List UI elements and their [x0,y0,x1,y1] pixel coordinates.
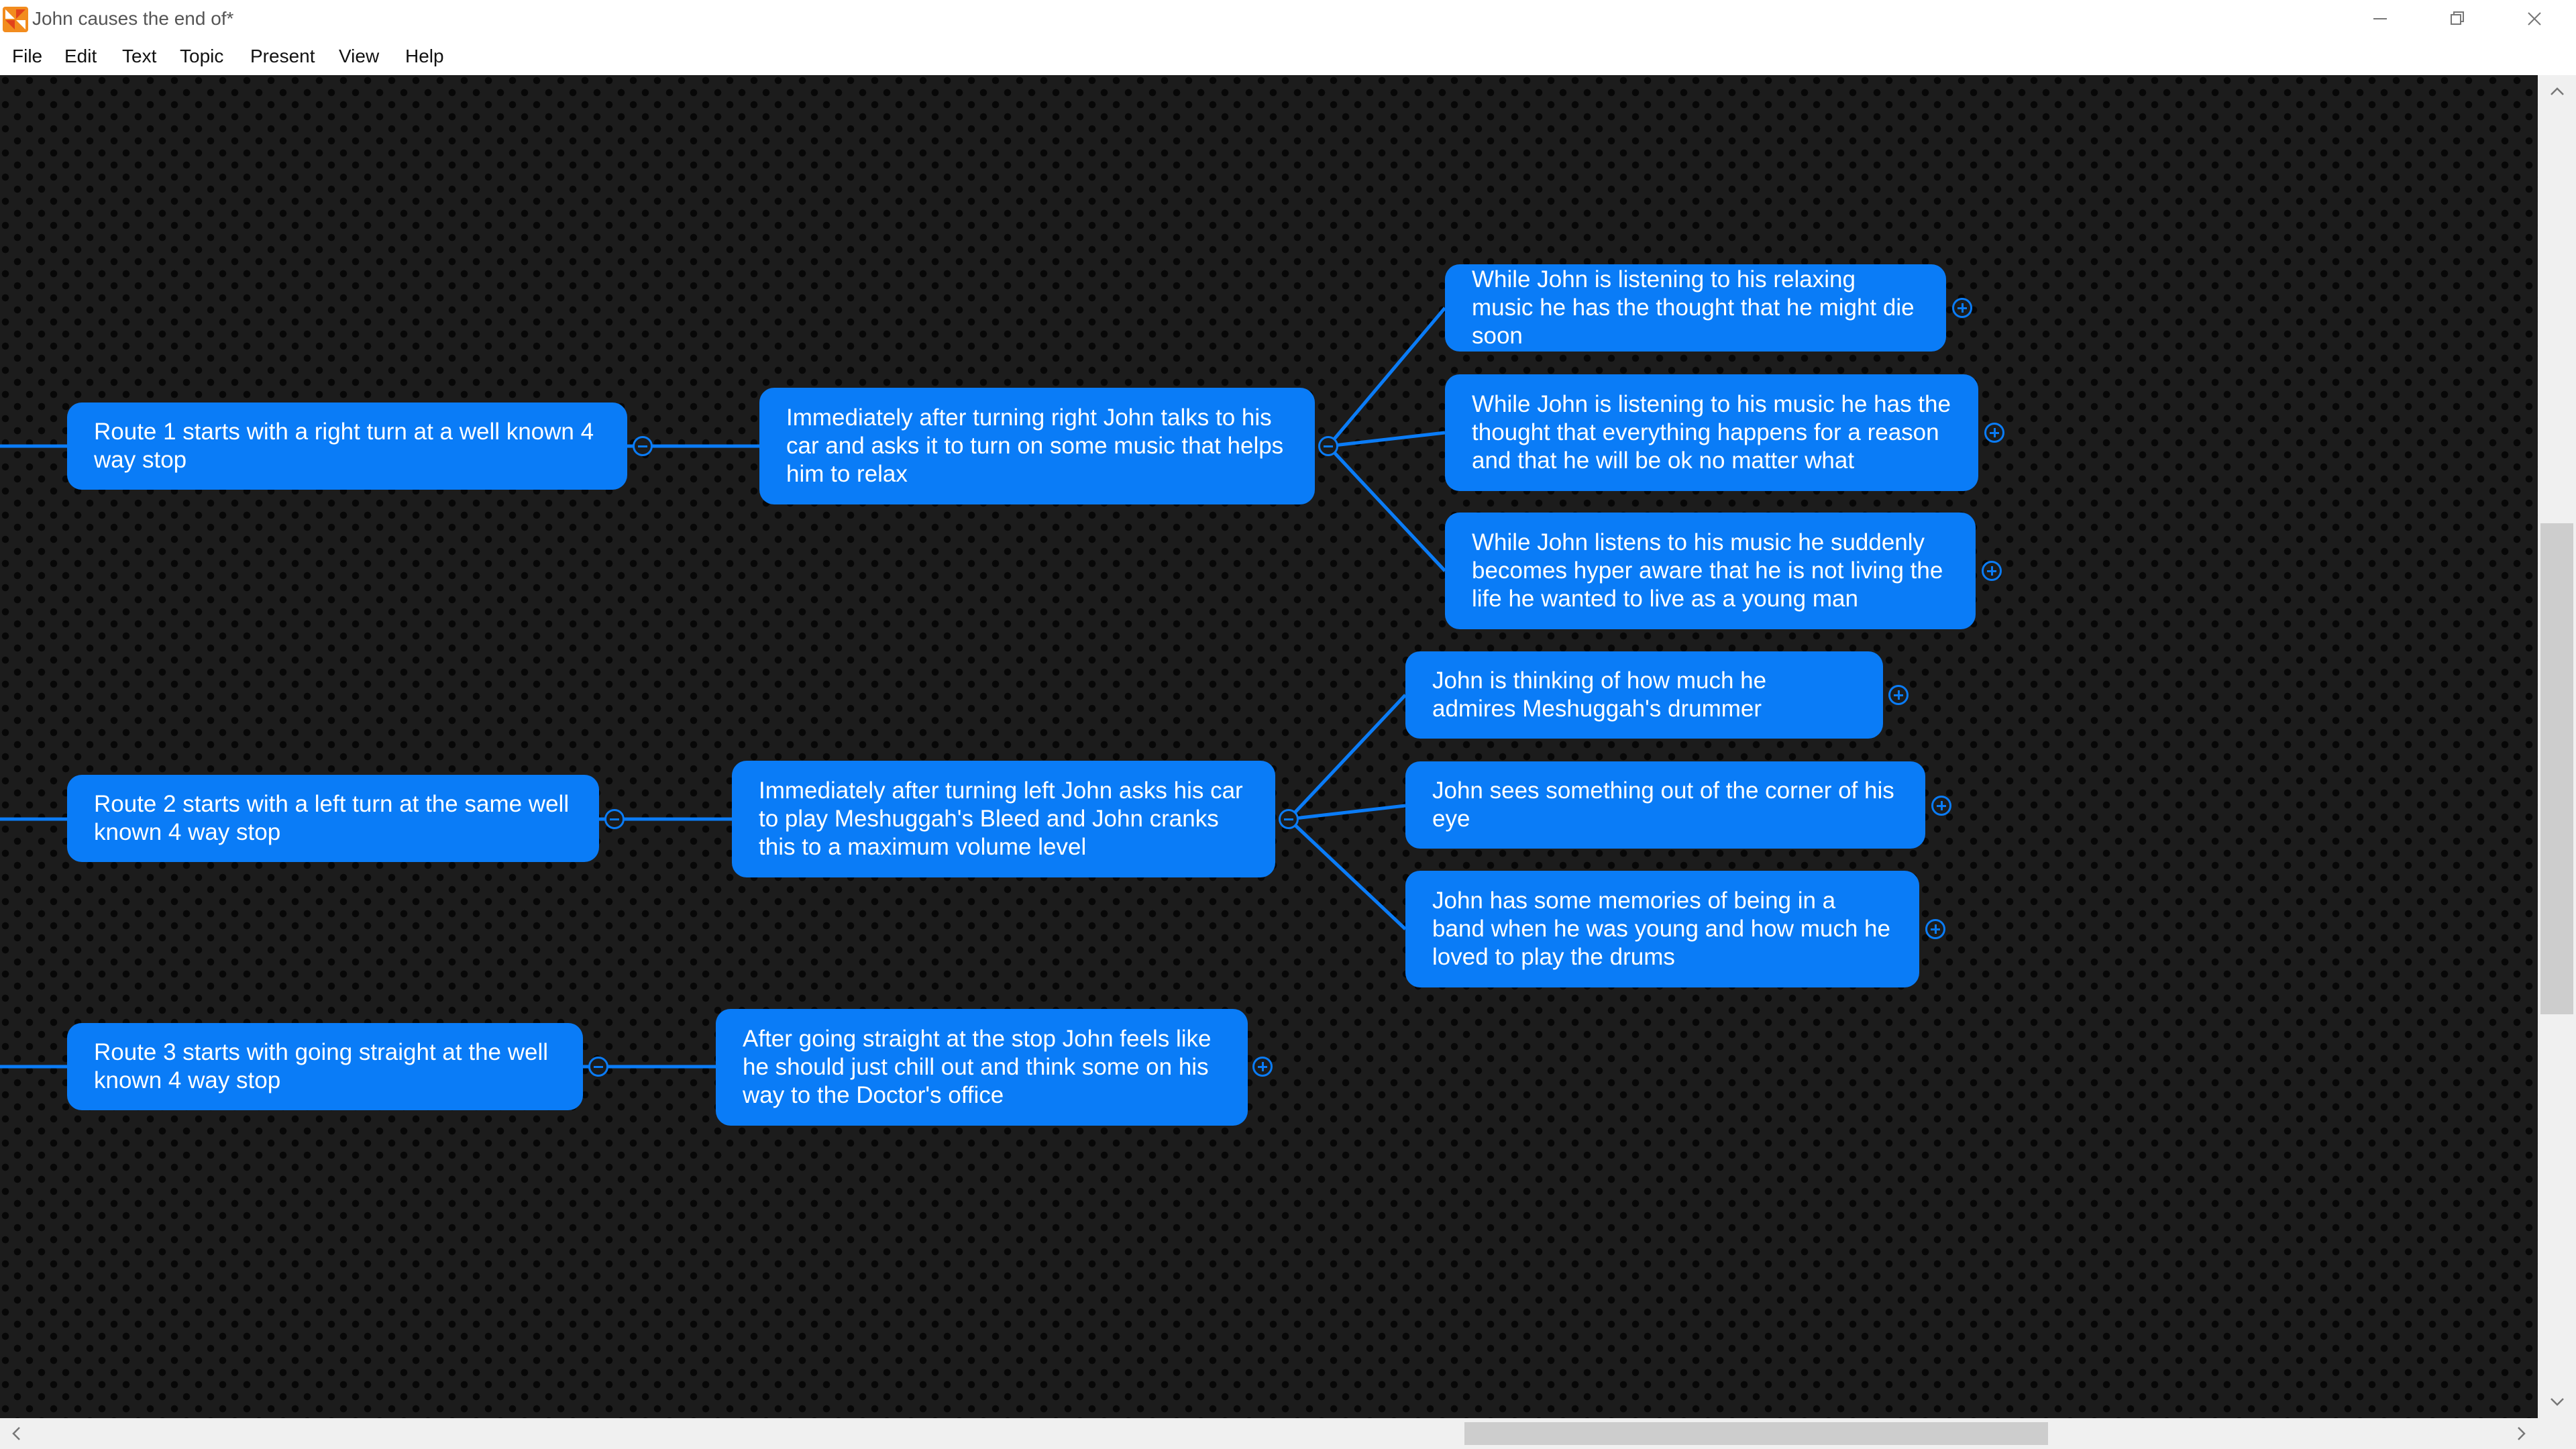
topic-route-1-child[interactable]: Immediately after turning right John tal… [759,388,1315,504]
expand-plus-icon[interactable] [1252,1057,1273,1077]
topic-route-3[interactable]: Route 3 starts with going straight at th… [67,1023,583,1110]
expand-plus-icon[interactable] [1952,298,1972,318]
topic-route-1-leaf-2-text: While John is listening to his music he … [1472,391,1951,474]
topic-route-1-leaf-3[interactable]: While John listens to his music he sudde… [1445,513,1976,629]
menu-topic[interactable]: Topic [180,46,224,66]
chevron-up-icon [2550,87,2564,95]
topic-route-1-leaf-1[interactable]: While John is listening to his relaxing … [1445,264,1946,352]
horizontal-scroll-thumb[interactable] [1464,1422,2048,1445]
app-icon [3,7,28,32]
mindmap-canvas[interactable]: Route 1 starts with a right turn at a we… [0,75,2538,1418]
collapse-minus-icon[interactable] [588,1057,608,1077]
vertical-scroll-thumb[interactable] [2540,523,2573,1014]
expand-plus-icon[interactable] [1982,561,2002,581]
collapse-minus-icon[interactable] [604,809,625,829]
expand-plus-icon[interactable] [1931,796,1951,816]
topic-route-2[interactable]: Route 2 starts with a left turn at the s… [67,775,599,862]
restore-button[interactable] [2418,0,2496,38]
topic-route-3-text: Route 3 starts with going straight at th… [94,1039,549,1093]
topic-route-2-text: Route 2 starts with a left turn at the s… [94,791,570,845]
minimize-icon [2373,18,2387,19]
menu-file[interactable]: File [12,46,43,66]
horizontal-scrollbar[interactable] [0,1418,2538,1449]
topic-route-2-child[interactable]: Immediately after turning left John asks… [732,761,1275,877]
menu-present[interactable]: Present [250,46,315,66]
scroll-left-button[interactable] [0,1418,32,1449]
topic-route-1-leaf-2[interactable]: While John is listening to his music he … [1445,374,1978,491]
collapse-minus-icon[interactable] [1279,809,1299,829]
scroll-right-button[interactable] [2506,1418,2538,1449]
topic-route-1-leaf-3-text: While John listens to his music he sudde… [1472,529,1943,612]
topic-route-2-child-text: Immediately after turning left John asks… [759,777,1243,860]
close-icon [2527,12,2541,25]
scroll-down-button[interactable] [2538,1386,2576,1418]
topic-route-3-child[interactable]: After going straight at the stop John fe… [716,1009,1248,1126]
topic-route-2-leaf-2-text: John sees something out of the corner of… [1432,777,1894,832]
minimize-button[interactable] [2341,0,2418,38]
topic-route-2-leaf-3-text: John has some memories of being in a ban… [1432,888,1890,970]
title-bar: John causes the end of* [0,0,2576,38]
menu-text[interactable]: Text [122,46,157,66]
expand-plus-icon[interactable] [1984,423,2004,443]
menu-edit[interactable]: Edit [64,46,97,66]
collapse-minus-icon[interactable] [1318,436,1338,456]
scroll-up-button[interactable] [2538,75,2576,107]
topic-route-1-text: Route 1 starts with a right turn at a we… [94,419,594,473]
menu-help[interactable]: Help [405,46,444,66]
chevron-left-icon [12,1427,20,1440]
window-title: John causes the end of* [32,8,234,29]
topic-route-2-leaf-1-text: John is thinking of how much he admires … [1432,667,1767,722]
connector-lines [0,307,1446,1069]
topic-route-1-child-text: Immediately after turning right John tal… [786,405,1284,487]
chevron-down-icon [2550,1398,2564,1406]
menu-bar: File Edit Text Topic Present View Help [0,38,2576,75]
chevron-right-icon [2518,1427,2526,1440]
expand-plus-icon[interactable] [1925,919,1945,939]
topic-route-1-leaf-1-text: While John is listening to his relaxing … [1472,266,1915,349]
topic-route-2-leaf-2[interactable]: John sees something out of the corner of… [1405,761,1925,849]
expand-plus-icon[interactable] [1888,685,1909,705]
restore-icon [2450,11,2464,25]
close-button[interactable] [2496,0,2573,38]
topic-route-2-leaf-3[interactable]: John has some memories of being in a ban… [1405,871,1919,987]
topic-route-1[interactable]: Route 1 starts with a right turn at a we… [67,402,627,490]
vertical-scrollbar[interactable] [2538,75,2576,1418]
menu-view[interactable]: View [339,46,380,66]
topic-route-3-child-text: After going straight at the stop John fe… [743,1026,1212,1108]
scrollbar-corner [2538,1418,2576,1449]
collapse-minus-icon[interactable] [633,436,653,456]
topic-route-2-leaf-1[interactable]: John is thinking of how much he admires … [1405,651,1883,739]
